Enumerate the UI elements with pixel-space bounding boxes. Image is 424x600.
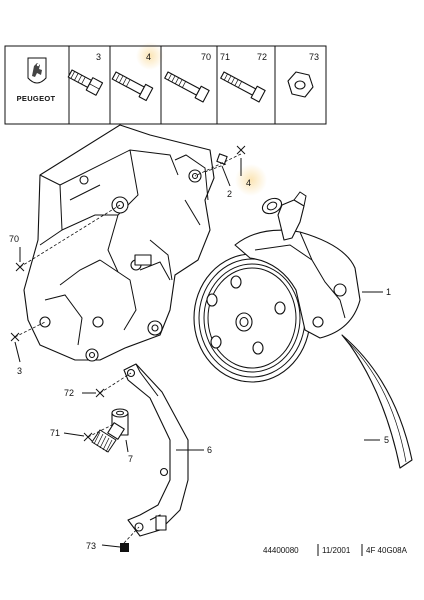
- header-part-73: 73: [309, 52, 319, 62]
- nut-73: [120, 543, 129, 552]
- callout-7: 7: [128, 454, 133, 464]
- header-part-71: 71: [220, 52, 230, 62]
- bolt-3-icon: [67, 69, 104, 96]
- callout-5: 5: [384, 435, 389, 445]
- bolt-4-icon: [111, 71, 154, 102]
- header-part-70: 70: [201, 52, 211, 62]
- power-steering-pump: [234, 191, 361, 339]
- callout-3: 3: [17, 366, 22, 376]
- fastener-cross-4: [236, 145, 246, 155]
- callout-1: 1: [386, 287, 391, 297]
- callout-73: 73: [86, 541, 96, 551]
- leader-lines: [14, 158, 383, 548]
- callout-4: 4: [246, 178, 251, 188]
- brand-logo: PEUGEOT: [17, 57, 56, 103]
- callout-6: 6: [207, 445, 212, 455]
- callout-71: 71: [50, 428, 60, 438]
- brand-name: PEUGEOT: [17, 94, 56, 103]
- header-part-72: 72: [257, 52, 267, 62]
- callout-72: 72: [64, 388, 74, 398]
- support-bracket: [123, 363, 189, 537]
- diagram-footer: 44400080 11/2001 4F 40G08A: [263, 544, 408, 556]
- peugeot-lion-icon: [27, 57, 47, 84]
- highlight-glow-callout-4: [235, 164, 267, 196]
- bolt-71-72-icon: [220, 71, 266, 103]
- header-part-3: 3: [96, 52, 101, 62]
- washer-2: [216, 153, 228, 165]
- highlight-glow-header-4: [136, 42, 164, 70]
- bolt-70-icon: [164, 71, 210, 103]
- nut-73-icon: [287, 71, 314, 98]
- guide-lines: [14, 153, 242, 544]
- callout-2: 2: [227, 189, 232, 199]
- drive-belt: [341, 334, 413, 469]
- header-part-4: 4: [146, 52, 151, 62]
- callout-70: 70: [9, 234, 19, 244]
- bolt-71: [91, 422, 125, 453]
- parts-header-table: PEUGEOT 3 4 70 71 72 73: [4, 45, 327, 125]
- footer-code: 4F 40G08A: [366, 546, 408, 555]
- footer-reference: 44400080: [263, 546, 299, 555]
- mounting-bracket: [23, 124, 215, 362]
- footer-date: 11/2001: [322, 546, 351, 555]
